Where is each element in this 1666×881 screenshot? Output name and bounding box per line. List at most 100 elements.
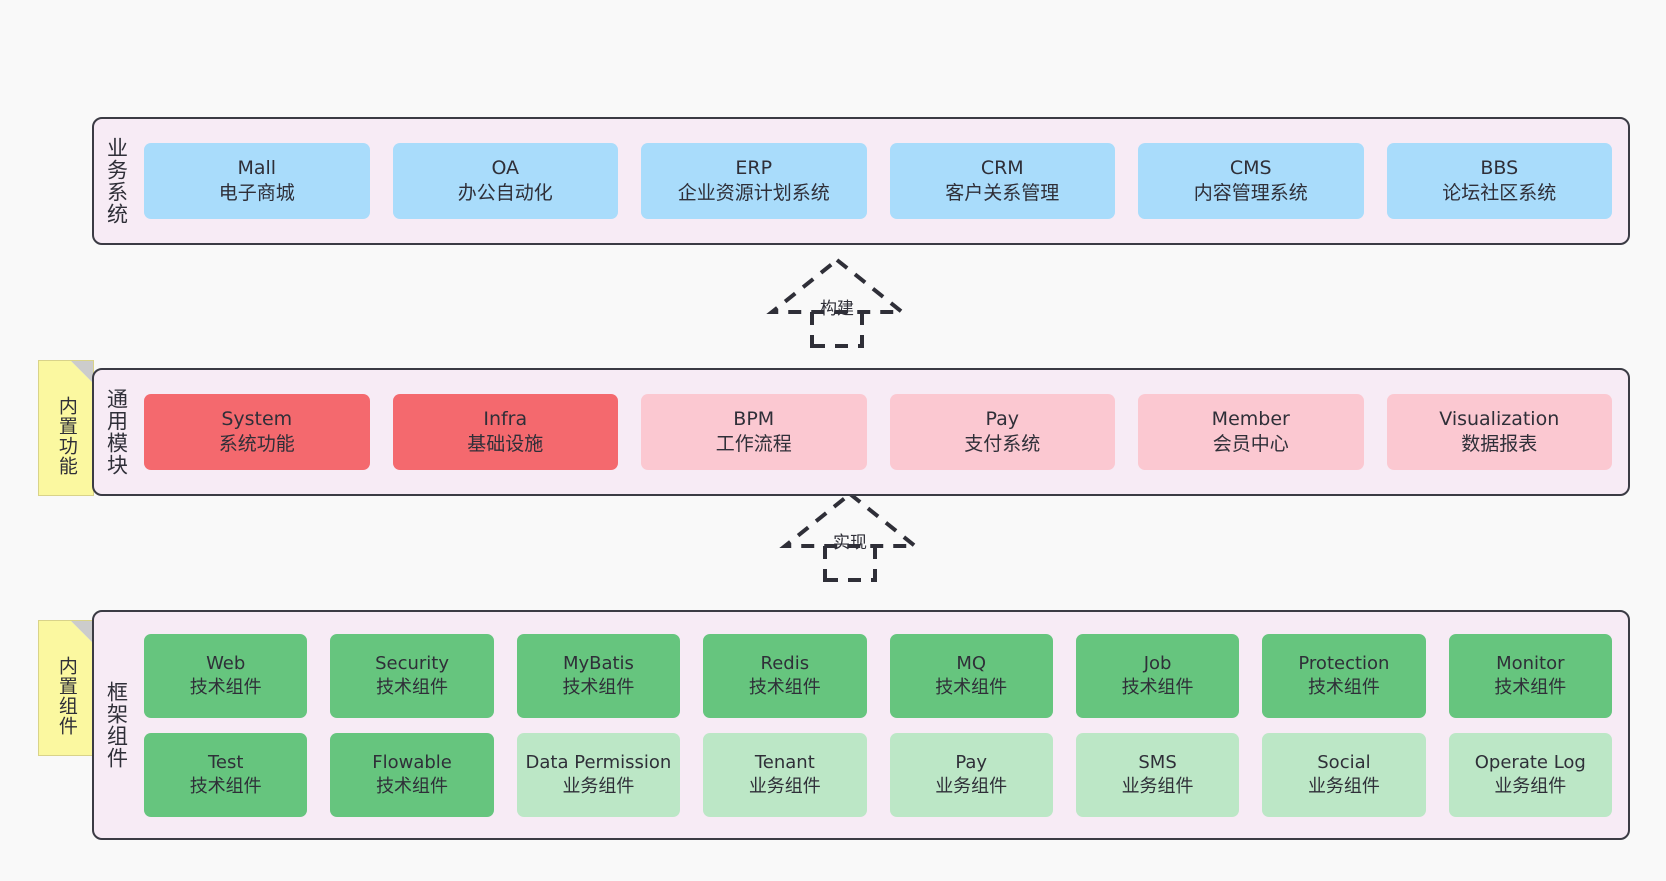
card-name: Mall: [237, 157, 277, 180]
business-card-cms[interactable]: CMS 内容管理系统: [1138, 143, 1364, 219]
generalization-head-icon: [766, 257, 908, 314]
framework-business-row: Test 技术组件 Flowable 技术组件 Data Permission …: [144, 732, 1612, 817]
card-desc: 技术组件: [1121, 676, 1194, 698]
card-desc: 技术组件: [935, 676, 1008, 698]
card-name: Protection: [1298, 653, 1390, 675]
card-desc: 企业资源计划系统: [677, 182, 830, 204]
card-desc: 技术组件: [562, 676, 635, 698]
framework-card-test[interactable]: Test 技术组件: [144, 732, 308, 817]
card-name: Tenant: [754, 752, 815, 774]
framework-card-social[interactable]: Social 业务组件: [1262, 732, 1426, 817]
layer-common-modules-title: 通用模块: [104, 388, 129, 476]
card-name: Security: [375, 653, 450, 675]
module-card-pay[interactable]: Pay 支付系统: [889, 394, 1115, 470]
card-desc: 论坛社区系统: [1442, 182, 1557, 204]
framework-card-flowable[interactable]: Flowable 技术组件: [330, 732, 494, 817]
card-desc: 技术组件: [748, 676, 821, 698]
card-name: ERP: [735, 157, 773, 180]
framework-card-redis[interactable]: Redis 技术组件: [703, 633, 867, 718]
framework-card-data-permission[interactable]: Data Permission 业务组件: [516, 732, 681, 817]
layer-common-modules-body: System 系统功能 Infra 基础设施 BPM 工作流程 Pay 支付系统…: [138, 370, 1628, 494]
connector-implement-arrow: 实现: [775, 490, 925, 582]
card-desc: 业务组件: [935, 775, 1008, 797]
connector-build-arrow: 构建: [762, 256, 912, 348]
card-desc: 技术组件: [376, 775, 449, 797]
card-name: System: [221, 408, 293, 431]
card-name: OA: [491, 157, 520, 180]
framework-card-job[interactable]: Job 技术组件: [1075, 633, 1240, 718]
module-card-bpm[interactable]: BPM 工作流程: [641, 394, 867, 470]
card-desc: 技术组件: [189, 676, 262, 698]
card-desc: 业务组件: [562, 775, 635, 797]
framework-card-web[interactable]: Web 技术组件: [144, 633, 308, 718]
note-builtin-component-label: 内置组件: [55, 656, 78, 736]
card-name: Operate Log: [1474, 752, 1586, 774]
connector-stem-icon: [823, 546, 877, 582]
card-name: CRM: [980, 157, 1024, 180]
business-card-erp[interactable]: ERP 企业资源计划系统: [641, 143, 867, 219]
business-card-mall[interactable]: Mall 电子商城: [144, 143, 370, 219]
framework-card-protection[interactable]: Protection 技术组件: [1262, 633, 1426, 718]
card-desc: 业务组件: [1494, 775, 1567, 797]
framework-card-monitor[interactable]: Monitor 技术组件: [1448, 633, 1612, 718]
card-desc: 支付系统: [964, 433, 1041, 455]
card-name: Data Permission: [525, 752, 672, 774]
common-modules-row: System 系统功能 Infra 基础设施 BPM 工作流程 Pay 支付系统…: [144, 394, 1612, 470]
card-desc: 内容管理系统: [1193, 182, 1308, 204]
framework-tech-row: Web 技术组件 Security 技术组件 MyBatis 技术组件 Redi…: [144, 633, 1612, 718]
business-card-bbs[interactable]: BBS 论坛社区系统: [1386, 143, 1612, 219]
card-desc: 业务组件: [1307, 775, 1380, 797]
framework-card-security[interactable]: Security 技术组件: [330, 633, 494, 718]
card-name: Monitor: [1496, 653, 1565, 675]
card-desc: 办公自动化: [457, 182, 553, 204]
card-desc: 工作流程: [715, 433, 792, 455]
module-card-member[interactable]: Member 会员中心: [1138, 394, 1364, 470]
card-name: Redis: [760, 653, 810, 675]
card-name: Web: [206, 653, 246, 675]
card-desc: 技术组件: [1307, 676, 1380, 698]
business-card-oa[interactable]: OA 办公自动化: [392, 143, 618, 219]
card-name: Infra: [483, 408, 528, 431]
card-name: BPM: [733, 408, 775, 431]
connector-implement-label: 实现: [833, 533, 867, 553]
card-desc: 数据报表: [1461, 433, 1538, 455]
card-name: Test: [207, 752, 244, 774]
card-desc: 业务组件: [748, 775, 821, 797]
framework-card-mybatis[interactable]: MyBatis 技术组件: [516, 633, 681, 718]
card-desc: 基础设施: [467, 433, 544, 455]
business-card-crm[interactable]: CRM 客户关系管理: [889, 143, 1115, 219]
note-builtin-component: 内置组件: [38, 620, 94, 756]
framework-card-tenant[interactable]: Tenant 业务组件: [703, 732, 867, 817]
note-builtin-function: 内置功能: [38, 360, 94, 496]
card-name: MyBatis: [562, 653, 634, 675]
module-card-system[interactable]: System 系统功能: [144, 394, 370, 470]
business-system-row: Mall 电子商城 OA 办公自动化 ERP 企业资源计划系统 CRM 客户关系…: [144, 143, 1612, 219]
layer-business-system: 业务系统 Mall 电子商城 OA 办公自动化 ERP 企业资源计划系统 CRM…: [92, 117, 1630, 245]
card-name: BBS: [1480, 157, 1519, 180]
card-desc: 系统功能: [218, 433, 295, 455]
module-card-visualization[interactable]: Visualization 数据报表: [1386, 394, 1612, 470]
layer-business-system-body: Mall 电子商城 OA 办公自动化 ERP 企业资源计划系统 CRM 客户关系…: [138, 119, 1628, 243]
module-card-infra[interactable]: Infra 基础设施: [392, 394, 618, 470]
layer-framework-components-title: 框架组件: [104, 681, 129, 769]
card-desc: 业务组件: [1121, 775, 1194, 797]
layer-business-system-title: 业务系统: [104, 137, 129, 225]
framework-card-sms[interactable]: SMS 业务组件: [1075, 732, 1240, 817]
layer-framework-components: 框架组件 Web 技术组件 Security 技术组件 MyBatis 技术组件…: [92, 610, 1630, 840]
card-name: Pay: [985, 408, 1020, 431]
card-name: Member: [1211, 408, 1290, 431]
connector-build-label: 构建: [820, 299, 854, 319]
card-name: Pay: [955, 752, 988, 774]
card-desc: 电子商城: [218, 182, 295, 204]
framework-card-operate-log[interactable]: Operate Log 业务组件: [1448, 732, 1612, 817]
card-name: Social: [1317, 752, 1371, 774]
generalization-head-icon: [779, 491, 921, 548]
layer-framework-components-body: Web 技术组件 Security 技术组件 MyBatis 技术组件 Redi…: [138, 612, 1628, 838]
framework-card-pay[interactable]: Pay 业务组件: [889, 732, 1053, 817]
layer-common-modules: 通用模块 System 系统功能 Infra 基础设施 BPM 工作流程 Pay…: [92, 368, 1630, 496]
card-desc: 会员中心: [1212, 433, 1289, 455]
card-name: Flowable: [372, 752, 452, 774]
card-name: SMS: [1138, 752, 1177, 774]
framework-card-mq[interactable]: MQ 技术组件: [889, 633, 1053, 718]
